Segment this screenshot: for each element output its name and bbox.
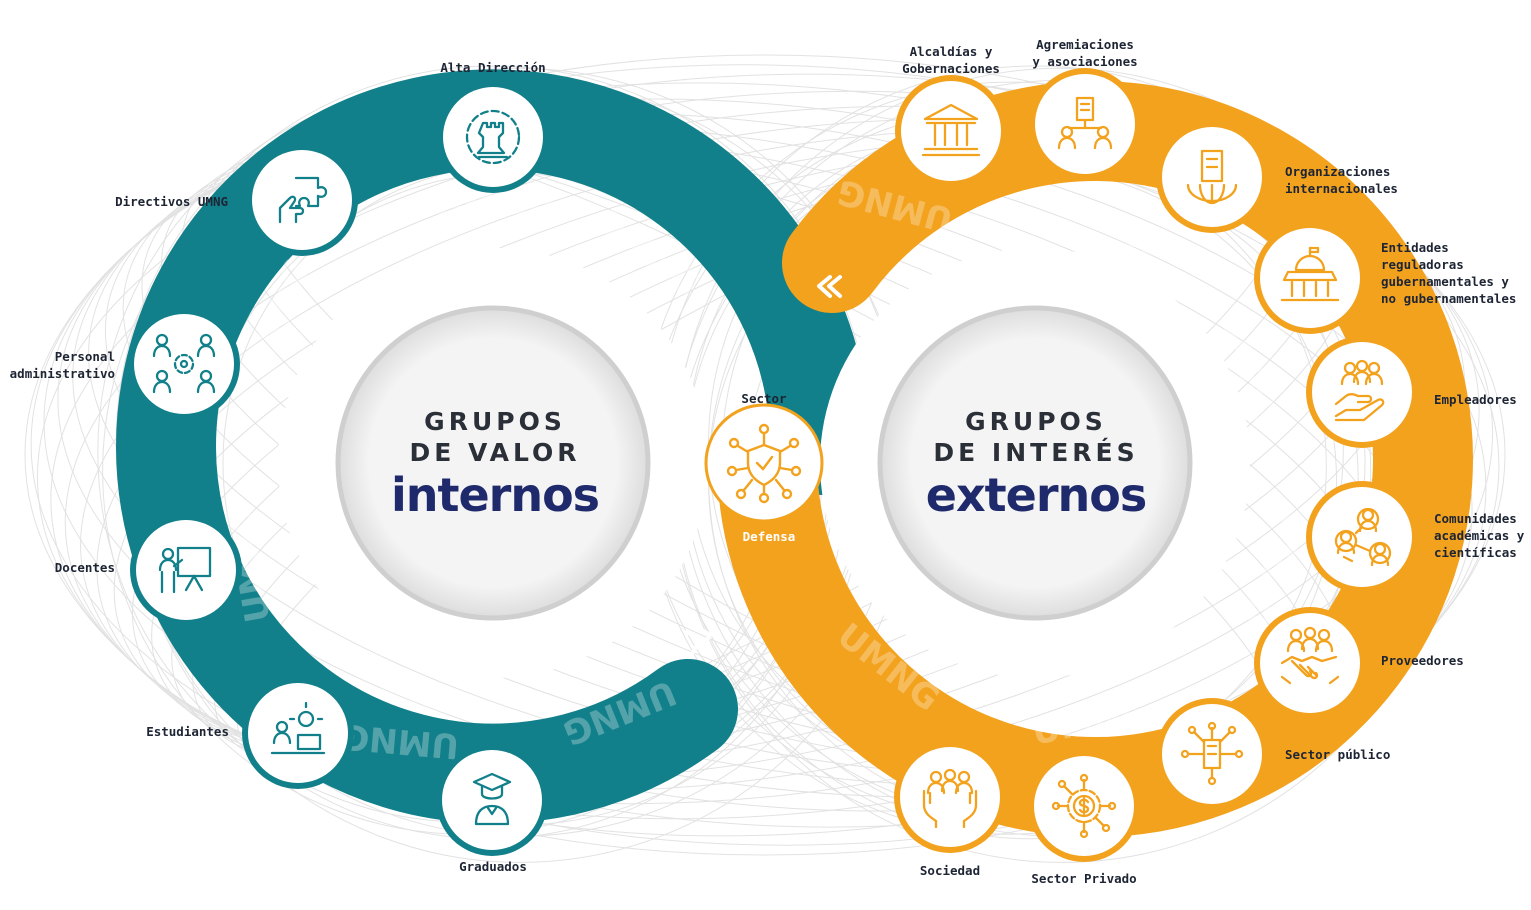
money-gear-icon — [1051, 773, 1117, 839]
hub-node — [704, 403, 824, 523]
label-entidades: Entidades reguladoras gubernamentales y … — [1381, 240, 1517, 306]
group-node-graduados — [436, 744, 548, 856]
group-node-entidades-reguladoras-gubernamentales-y-no-gubernamentales — [1254, 222, 1366, 334]
rook-gear-icon — [465, 109, 521, 165]
group-node-alcaldías-y-gobernaciones — [895, 75, 1007, 187]
external-title-main: externos — [925, 468, 1147, 522]
association-network-icon — [1057, 96, 1113, 150]
puzzle-hand-icon — [278, 176, 328, 224]
group-node-empleadores — [1306, 336, 1418, 448]
pattern-line — [30, 64, 1500, 846]
teacher-board-icon — [158, 546, 212, 594]
internal-title-top: GRUPOS DE VALOR — [409, 407, 581, 467]
external-title-top: GRUPOS DE INTERÉS — [933, 407, 1139, 467]
group-node-organizaciones-internacionales — [1156, 121, 1268, 233]
internal-title-main: internos — [390, 468, 600, 522]
people-network-icon — [1334, 507, 1392, 567]
capitol-icon — [1280, 246, 1340, 302]
label-estudiantes: Estudiantes — [146, 724, 229, 739]
label-proveedores: Proveedores — [1381, 653, 1464, 668]
hub-label-bottom: Defensa — [742, 529, 796, 544]
handshake-icon — [1280, 626, 1340, 685]
group-node-docentes — [130, 514, 242, 626]
group-node-personal-administrativo — [128, 308, 240, 420]
group-node-estudiantes — [242, 677, 354, 789]
pattern-line — [57, 98, 1473, 812]
pattern-line — [43, 82, 1487, 828]
label-organizaciones: Organizaciones internacionales — [1285, 164, 1398, 196]
government-building-icon — [921, 103, 981, 157]
globe-building-icon — [1186, 149, 1238, 205]
label-sector-publico: Sector público — [1285, 747, 1391, 762]
group-node-comunidades-académicas-y-científicas — [1306, 481, 1418, 593]
hub-label-top: Sector — [741, 391, 787, 406]
external-title: GRUPOS DE INTERÉS externos — [925, 406, 1147, 522]
external-center-inner — [877, 305, 1193, 621]
internal-title: GRUPOS DE VALOR internos — [390, 406, 600, 522]
chevron-left-icon — [817, 275, 842, 298]
graduate-icon — [472, 772, 512, 826]
pattern-line — [50, 90, 1480, 820]
label-empleadores: Empleadores — [1434, 392, 1517, 407]
internal-center-inner — [335, 305, 651, 621]
group-node-agremiaciones-y-asociaciones — [1029, 68, 1141, 180]
team-gear-icon — [152, 333, 216, 394]
group-node-sociedad — [894, 741, 1006, 853]
label-personal-administrativo: Personal administrativo — [9, 349, 115, 381]
hand-people-icon — [1334, 359, 1385, 422]
label-agremiaciones: Agremiaciones y asociaciones — [1032, 37, 1138, 69]
society-hands-icon — [922, 768, 978, 829]
label-graduados: Graduados — [459, 859, 527, 874]
label-comunidades: Comunidades académicas y científicas — [1434, 511, 1525, 560]
pattern-line — [24, 54, 1506, 856]
internal-ring — [116, 69, 870, 824]
group-node-alta-dirección — [437, 81, 549, 193]
group-node-directivos-umng — [246, 144, 358, 256]
label-alta-direccion: Alta Dirección — [440, 60, 546, 75]
label-sector-privado: Sector Privado — [1031, 871, 1137, 886]
public-building-network-icon — [1180, 721, 1244, 786]
group-node-proveedores — [1254, 607, 1366, 719]
pattern-line — [36, 73, 1494, 837]
group-node-sector-público — [1156, 698, 1268, 810]
label-directivos-umng: Directivos UMNG — [115, 194, 228, 209]
chevron-right-icon — [685, 625, 712, 656]
label-sociedad: Sociedad — [919, 863, 981, 878]
group-node-sector-privado — [1028, 750, 1140, 862]
label-alcaldias: Alcaldías y Gobernaciones — [902, 44, 1000, 76]
label-docentes: Docentes — [54, 560, 115, 575]
shield-network-icon — [726, 423, 802, 504]
student-laptop-icon — [270, 701, 326, 755]
